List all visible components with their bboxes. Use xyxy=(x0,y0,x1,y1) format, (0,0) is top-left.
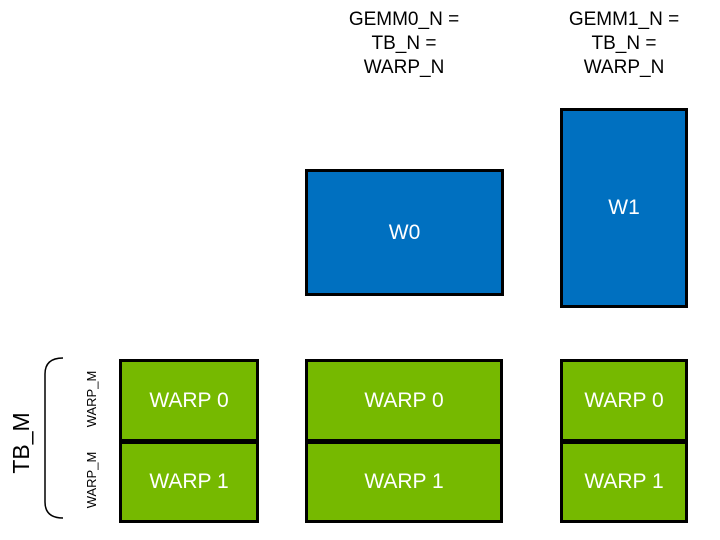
warp-tile-label: WARP 0 xyxy=(149,388,229,412)
warp-tile: WARP 0 xyxy=(305,359,503,442)
warp-tile-label: WARP 1 xyxy=(149,470,229,493)
accumulator-tile-w1: W1 xyxy=(560,108,688,308)
warp-tile-label: WARP 1 xyxy=(364,470,444,493)
warp-tile-label: WARP 0 xyxy=(364,388,444,412)
warp-tile: WARP 1 xyxy=(119,441,259,523)
warp-m-label-top: WARP_M xyxy=(84,370,99,428)
warp-tile: WARP 0 xyxy=(560,359,688,442)
tb-m-bracket xyxy=(44,357,64,519)
accumulator-tile-w1-label: W1 xyxy=(608,196,640,219)
warp-column-left: WARP 0 WARP 1 xyxy=(119,359,259,523)
warp-column-right: WARP 0 WARP 1 xyxy=(560,359,688,523)
warp-tile-label: WARP 1 xyxy=(584,470,664,493)
warp-tile-label: WARP 0 xyxy=(584,388,664,412)
accumulator-tile-w0-label: W0 xyxy=(388,220,421,244)
warp-m-label-bottom: WARP_M xyxy=(84,451,99,509)
gemm1-column-header: GEMM1_N = TB_N = WARP_N xyxy=(568,9,680,78)
warp-tile: WARP 1 xyxy=(560,441,688,523)
warp-column-middle: WARP 0 WARP 1 xyxy=(305,359,503,523)
accumulator-tile-w0: W0 xyxy=(305,169,504,296)
warp-tile: WARP 1 xyxy=(305,441,503,523)
gemm0-column-header: GEMM0_N = TB_N = WARP_N xyxy=(348,9,460,78)
tb-m-label: TB_M xyxy=(8,412,34,474)
warp-tile: WARP 0 xyxy=(119,359,259,442)
